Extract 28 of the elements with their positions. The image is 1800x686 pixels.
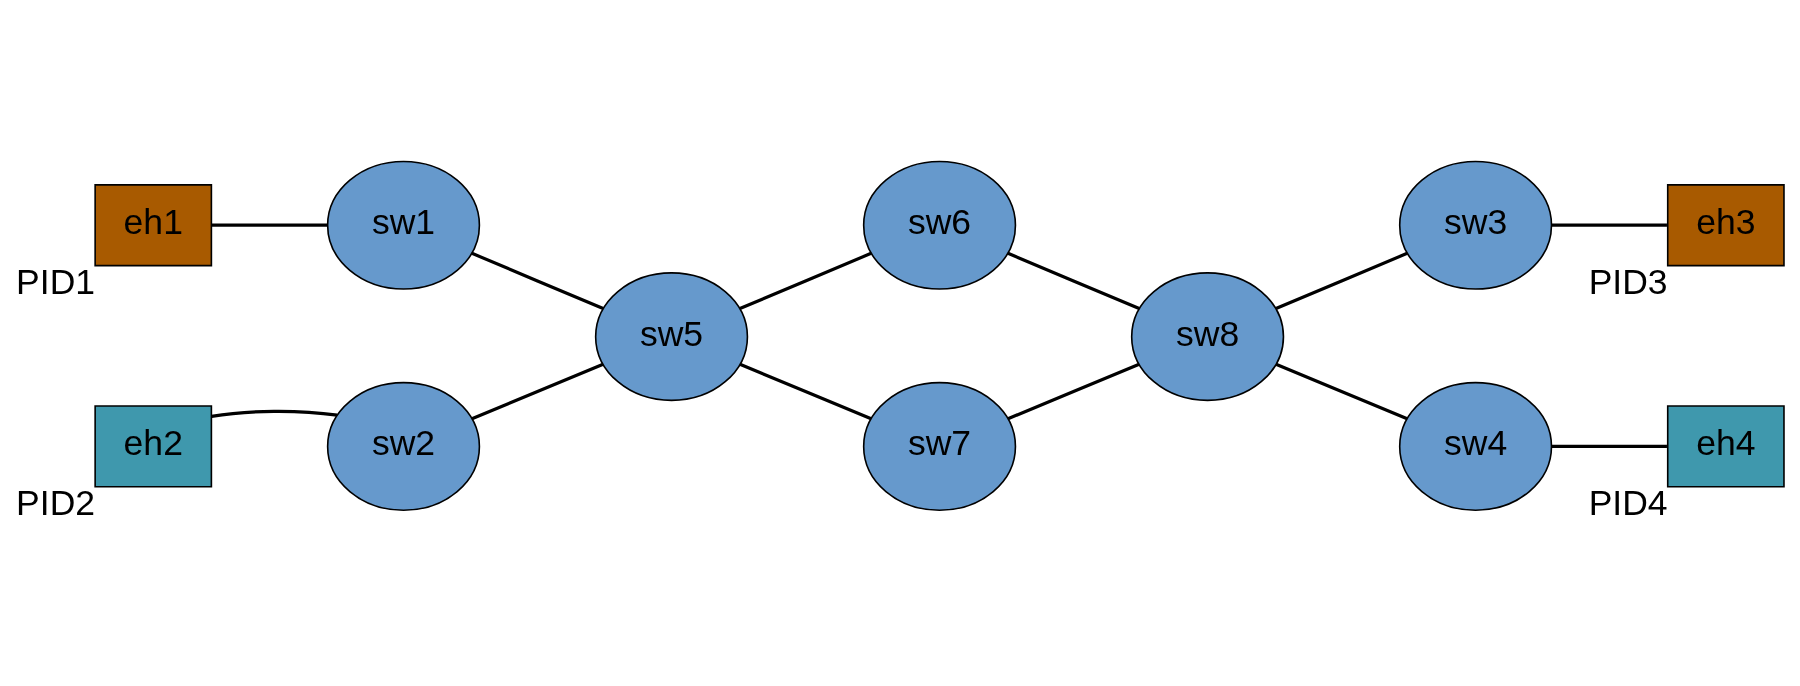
node-box: eh2 [94,404,213,488]
node-label: PID1 [16,261,96,302]
connector [739,251,872,310]
connector [211,409,338,418]
connector [1552,223,1667,227]
node-ellipse: sw3 [1398,160,1553,290]
connector [1552,444,1667,448]
connector [1007,362,1140,420]
node-box: eh1 [94,183,213,266]
connector [471,251,604,310]
connector [1007,251,1140,310]
connector [1275,362,1408,420]
node-ellipse: sw2 [326,381,481,511]
node-ellipse: sw4 [1398,381,1553,511]
node-label: PID2 [16,482,96,523]
connector [1275,251,1408,310]
connector [211,223,328,227]
node-box: eh4 [1666,404,1785,488]
node-ellipse: sw7 [862,381,1017,511]
node-ellipse: sw6 [862,160,1017,290]
node-label: PID4 [1588,482,1668,523]
node-ellipse: sw5 [594,271,749,401]
node-ellipse: sw8 [1130,271,1285,401]
connector [471,362,604,420]
node-label: PID3 [1588,261,1668,302]
node-box: eh3 [1666,183,1785,266]
node-ellipse: sw1 [326,160,481,290]
connector [739,362,872,420]
